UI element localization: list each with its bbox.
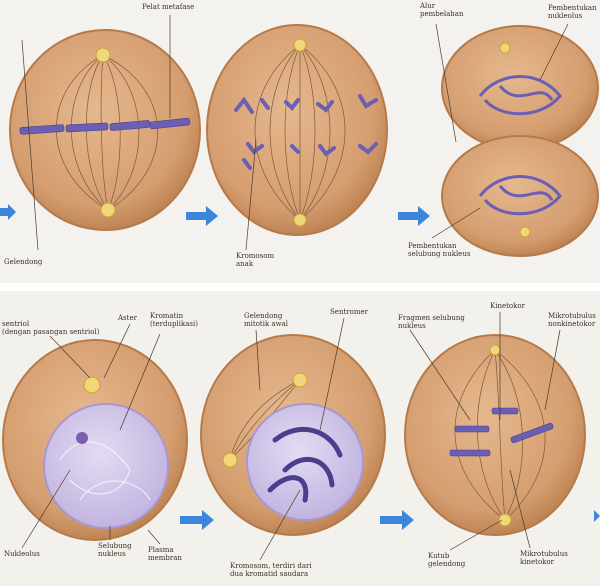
aster-icon	[84, 377, 100, 393]
label-gelendong: Gelendong	[4, 258, 42, 266]
label-fragmen-selubung: Fragmen selubung nukleus	[398, 314, 465, 330]
cell-prometaphase	[201, 335, 385, 535]
arrow-right-icon	[380, 510, 414, 530]
label-membran-plasma: Plasma membran	[148, 546, 182, 562]
label-pembentukan-nukleolus: Pembentukan nukleolus	[548, 4, 597, 20]
cell-prophase	[3, 340, 187, 540]
arrow-right-icon	[398, 206, 430, 226]
cell-metaphase	[10, 30, 200, 230]
cell-anaphase	[207, 25, 387, 235]
label-sentromer: Sentromer	[330, 308, 368, 316]
label-sentriol: sentriol (dengan pasangan sentriol)	[2, 320, 99, 336]
label-nukleolus: Nukleolus	[4, 550, 40, 558]
arrow-right-icon	[186, 206, 218, 226]
label-alur-pembelahan: Alur pembelahan	[420, 2, 464, 18]
label-selubung-nukleus: Selubung nukleus	[98, 542, 132, 558]
label-kinetokor: Kinetokor	[490, 302, 525, 310]
label-pembentukan-selubung: Pembentukan selubung nukleus	[408, 242, 470, 258]
cell-late-prometaphase	[405, 335, 585, 535]
label-aster: Aster	[118, 314, 137, 322]
arrow-right-icon	[180, 510, 214, 530]
arrow-right-icon	[584, 510, 600, 522]
label-kutub-gelendong: Kutub gelendong	[428, 552, 465, 568]
label-kromosom-anak: Kromosom anak	[236, 252, 274, 268]
label-mikrotubulus-nonkinetokor: Mikrotubulus nonkinetokor	[548, 312, 596, 328]
label-bidang-metafase: Pelat metafase	[142, 3, 194, 11]
label-gelendong-mitotik: Gelendong mitotik awal	[244, 312, 288, 328]
cell-telophase	[442, 26, 598, 256]
nucleolus	[76, 432, 88, 444]
label-mikrotubulus-kinetokor: Mikrotubulus kinetokor	[520, 550, 568, 566]
label-kromosom-dua-kromatid: Kromosom, terdiri dari dua kromatid saud…	[230, 562, 312, 578]
label-kromatin: Kromatin (terduplikasi)	[150, 312, 198, 328]
arrow-right-icon	[0, 204, 16, 220]
